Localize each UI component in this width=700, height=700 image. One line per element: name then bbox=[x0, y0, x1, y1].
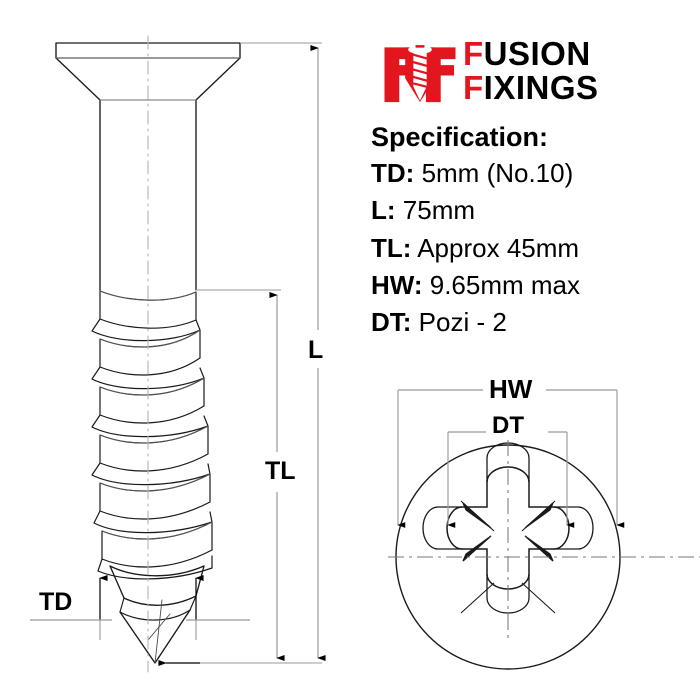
screw-monogram-icon bbox=[384, 45, 456, 103]
spec-row: TL: Approx 45mm bbox=[371, 231, 691, 266]
brand-line-2-rest: IXINGS bbox=[483, 69, 599, 106]
spec-row-value: 9.65mm max bbox=[429, 270, 581, 301]
head-centerlines bbox=[388, 440, 700, 640]
spec-row: L: 75mm bbox=[371, 193, 691, 228]
spec-row-value: 5mm (No.10) bbox=[421, 158, 574, 188]
screw-shank bbox=[99, 99, 197, 291]
brand-line-2-lead: F bbox=[463, 69, 484, 106]
dimension-label-td: TD bbox=[36, 590, 76, 615]
spec-row: DT: Pozi - 2 bbox=[371, 305, 691, 340]
brand-line-2: FIXINGS bbox=[463, 71, 599, 105]
spec-row-key: TD: bbox=[371, 158, 415, 188]
spec-row: HW: 9.65mm max bbox=[371, 268, 691, 303]
dimension-label-tl: TL bbox=[262, 459, 299, 484]
pozi-cross-recess bbox=[446, 466, 570, 590]
spec-row-value: Approx 45mm bbox=[417, 232, 580, 263]
spec-row-key: L: bbox=[371, 195, 396, 226]
spec-row-key: DT: bbox=[371, 307, 412, 338]
brand-logo: FUSION FIXINGS bbox=[383, 28, 683, 114]
spec-row: TD: 5mm (No.10) bbox=[371, 156, 691, 191]
spec-row-key: HW: bbox=[371, 270, 423, 301]
specification-title: Specification: bbox=[371, 122, 549, 152]
dimension-label-hw: HW bbox=[486, 376, 536, 402]
pozi-rib-lines bbox=[460, 500, 556, 614]
brand-line-1-rest: USION bbox=[483, 35, 591, 73]
dimension-label-l: L bbox=[305, 338, 327, 363]
dimension-label-dt: DT bbox=[489, 414, 527, 438]
brand-wordmark: FUSION FIXINGS bbox=[463, 37, 599, 104]
spec-row-value: 75mm bbox=[402, 195, 476, 226]
dimension-TD bbox=[30, 574, 250, 621]
spec-row-value: Pozi - 2 bbox=[418, 307, 507, 338]
brand-line-1: FUSION bbox=[463, 37, 599, 71]
screw-head-cone bbox=[55, 57, 241, 101]
spec-row-key: TL: bbox=[371, 232, 412, 263]
brand-line-1-lead: F bbox=[463, 35, 484, 73]
pozi-recess-lobes bbox=[422, 442, 594, 614]
